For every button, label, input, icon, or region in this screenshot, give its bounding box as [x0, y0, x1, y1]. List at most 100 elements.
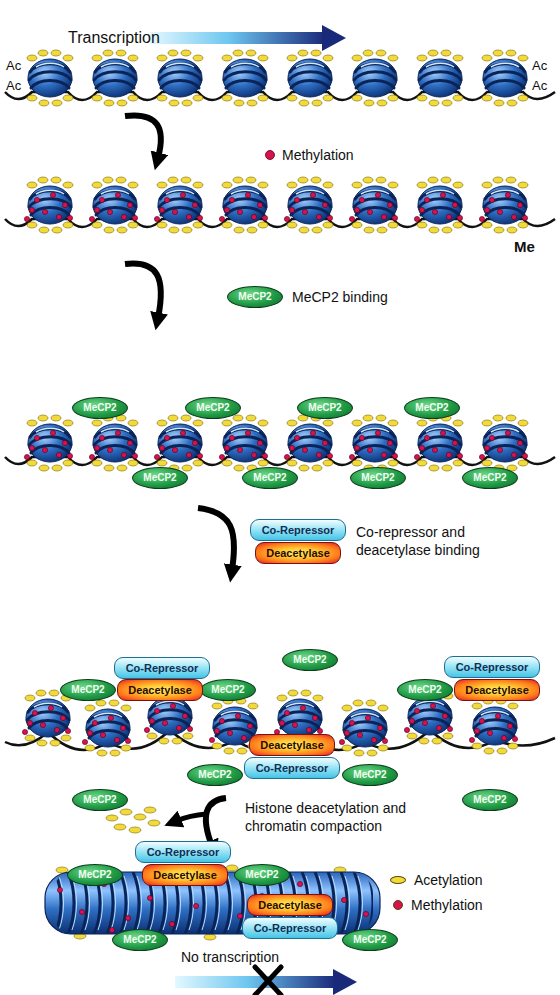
node-text: MeCP2	[473, 795, 506, 805]
mecp2-oval: MeCP2	[187, 764, 243, 786]
node-text: MeCP2	[353, 770, 386, 780]
node-text: Co-Repressor	[262, 525, 335, 536]
mecp2-oval: MeCP2	[227, 286, 283, 308]
node-text: MeCP2	[238, 292, 271, 302]
methylated-nucleosome	[479, 177, 528, 233]
node-text: MeCP2	[361, 473, 394, 483]
methylated-nucleosome	[284, 177, 333, 233]
mecp2-oval: MeCP2	[397, 679, 453, 701]
legend-item: Acetylation	[390, 872, 482, 888]
mecp2-oval: MeCP2	[72, 789, 128, 811]
nucleosome	[287, 50, 333, 106]
outcome-label: No transcription	[130, 948, 330, 966]
node-text: Co-Repressor	[256, 763, 329, 774]
legend-text: Methylation	[411, 897, 483, 913]
deacetylase-box: Deacetylase	[249, 734, 335, 756]
acetyl-mark: Ac	[532, 78, 547, 95]
node-text: MeCP2	[83, 403, 116, 413]
node-text: Co-Repressor	[254, 923, 327, 934]
methylated-nucleosome	[154, 177, 203, 233]
transcription-arrow	[175, 976, 335, 988]
node-text: MeCP2	[123, 935, 156, 945]
mecp2-oval: MeCP2	[234, 864, 290, 886]
mecp2-oval: MeCP2	[185, 397, 241, 419]
node-text: Co-Repressor	[147, 847, 220, 858]
node-text: Deacetylase	[465, 685, 529, 696]
methylated-nucleosome	[219, 177, 268, 233]
nucleosome	[92, 50, 138, 106]
methyl-dot	[266, 151, 275, 160]
co-repressor-box: Co-Repressor	[244, 757, 340, 779]
node-text: Deacetylase	[266, 548, 330, 559]
mecp2-oval: MeCP2	[132, 467, 188, 489]
step-label: Methylation	[282, 146, 354, 164]
node-text: MeCP2	[211, 685, 244, 695]
methylated-nucleosome	[414, 177, 463, 233]
mecp2-oval: MeCP2	[242, 467, 298, 489]
node-text: MeCP2	[196, 403, 229, 413]
acetyl-mark: Ac	[532, 58, 547, 75]
node-text: MeCP2	[353, 935, 386, 945]
mecp2-oval: MeCP2	[112, 929, 168, 951]
nucleosome	[222, 50, 268, 106]
deacetylase-box: Deacetylase	[117, 679, 203, 701]
node-text: MeCP2	[83, 795, 116, 805]
methylated-nucleosome	[479, 415, 528, 471]
legend-swatch	[393, 900, 403, 910]
methylated-nucleosome	[219, 415, 268, 471]
node-text: MeCP2	[245, 870, 278, 880]
methylated-nucleosome	[154, 415, 203, 471]
mecp2-oval: MeCP2	[462, 789, 518, 811]
nucleosome	[27, 50, 73, 106]
nucleosome	[417, 50, 463, 106]
step-arrow	[206, 798, 226, 846]
mecp2-oval: MeCP2	[72, 397, 128, 419]
release-arrow	[176, 814, 206, 821]
mecp2-oval: MeCP2	[404, 397, 460, 419]
node-text: Co-Repressor	[456, 662, 529, 673]
transcription-arrowhead	[333, 969, 357, 995]
step-label: Co-repressor and deacetylase binding	[356, 523, 516, 559]
acetyl-mark: Ac	[6, 78, 21, 95]
methylated-nucleosome	[339, 700, 388, 756]
node-text: MeCP2	[308, 403, 341, 413]
mecp2-oval: MeCP2	[200, 679, 256, 701]
node-text: MeCP2	[198, 770, 231, 780]
nucleosome	[157, 50, 203, 106]
mecp2-oval: MeCP2	[60, 679, 116, 701]
step-arrow	[125, 115, 161, 158]
acetyl-mark: Ac	[6, 58, 21, 75]
step-arrow	[125, 263, 161, 318]
deacetylase-box: Deacetylase	[255, 542, 341, 564]
methylated-nucleosome	[469, 698, 518, 754]
node-text: MeCP2	[78, 870, 111, 880]
legend-swatch	[390, 876, 406, 884]
node-text: Deacetylase	[260, 740, 324, 751]
methylated-nucleosome	[24, 415, 73, 471]
nucleosome	[482, 50, 528, 106]
node-text: MeCP2	[473, 473, 506, 483]
deacetylase-box: Deacetylase	[454, 679, 540, 701]
nucleosome	[352, 50, 398, 106]
co-repressor-box: Co-Repressor	[135, 841, 231, 863]
node-text: MeCP2	[143, 473, 176, 483]
node-text: Deacetylase	[128, 685, 192, 696]
methylated-nucleosome	[414, 415, 463, 471]
mecp2-oval: MeCP2	[282, 649, 338, 671]
process-label: Transcription	[68, 28, 160, 49]
step-arrow	[198, 508, 234, 570]
methyl-mark: Me	[514, 237, 535, 257]
co-repressor-box: Co-Repressor	[444, 656, 540, 678]
mecp2-oval: MeCP2	[67, 864, 123, 886]
co-repressor-box: Co-Repressor	[242, 917, 338, 939]
linker-dna	[5, 457, 555, 465]
linker-dna	[5, 219, 555, 227]
node-text: MeCP2	[71, 685, 104, 695]
block-cross	[255, 967, 281, 995]
node-text: MeCP2	[415, 403, 448, 413]
mecp2-oval: MeCP2	[297, 397, 353, 419]
mecp2-oval: MeCP2	[350, 467, 406, 489]
